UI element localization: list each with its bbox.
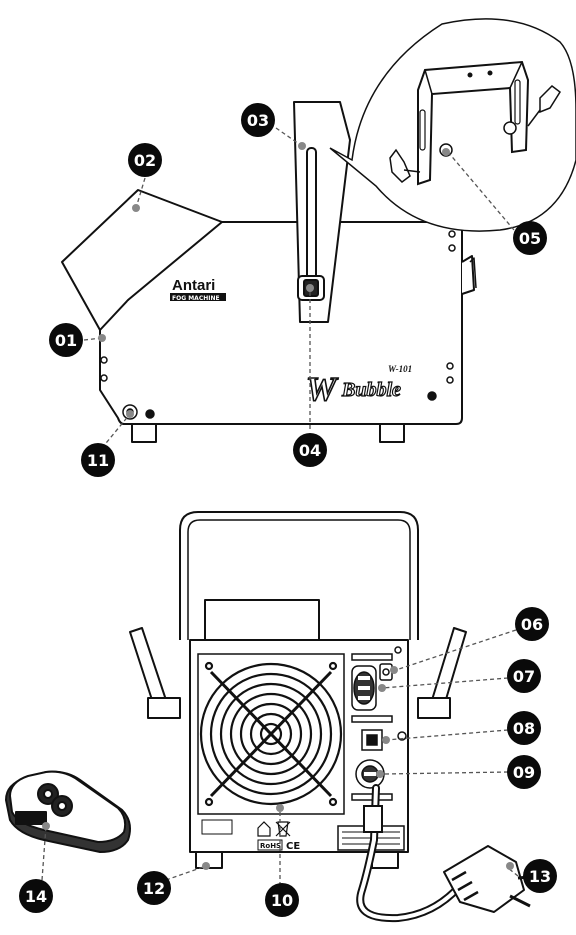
callout-badges: 01 02 03 04 05 06 07 08 09 10 11 12 13 1… [19,103,557,917]
power-cord [356,784,472,923]
callout-11: 11 [81,443,115,477]
callout-04: 04 [293,433,327,467]
svg-text:RoHS: RoHS [260,842,281,850]
callout-14: 14 [19,879,53,913]
svg-text:02: 02 [134,151,156,170]
bracket-detail-zoom [329,18,576,232]
compliance-marks: RoHS CE [257,821,300,852]
remote-control [5,770,131,853]
svg-text:Antari: Antari [172,277,215,294]
remote-buttons [37,783,73,817]
rear-handle [461,255,475,295]
rear-foot-right [371,851,399,869]
svg-text:CE: CE [286,841,300,852]
callout-06: 06 [515,607,549,641]
callout-03: 03 [241,103,275,137]
svg-text:11: 11 [87,451,109,470]
svg-text:04: 04 [299,441,321,460]
fuse-holder [379,663,393,681]
bracket-knob-left [389,148,421,183]
callout-13: 13 [523,859,557,893]
callout-01: 01 [49,323,83,357]
svg-text:12: 12 [143,879,165,898]
home-icon [257,821,271,837]
rear-foot [379,423,405,443]
callout-10: 10 [265,883,299,917]
fan-grille [197,653,345,815]
carry-bracket [179,511,419,640]
fluid-tank [61,189,223,331]
bracket-knob-right [503,85,562,135]
svg-text:08: 08 [513,719,535,738]
brand-logo: Antari FOG MACHINE [170,277,226,302]
svg-text:W: W [306,371,339,408]
svg-text:01: 01 [55,331,77,350]
svg-text:10: 10 [271,891,293,910]
svg-text:Bubble: Bubble [341,379,401,401]
svg-text:09: 09 [513,763,535,782]
callout-02: 02 [128,143,162,177]
callout-07: 07 [507,659,541,693]
svg-text:13: 13 [529,867,551,886]
power-plug [443,845,541,913]
power-switch [361,729,383,751]
side-view [61,101,477,443]
side-knob-right [431,627,467,707]
weee-bin-icon [275,821,291,837]
leader-dots [42,142,514,870]
svg-text:FOG MACHINE: FOG MACHINE [172,295,220,302]
model-logo: W Bubble W-101 [305,364,412,409]
svg-text:14: 14 [25,887,47,906]
power-inlet [355,759,385,789]
svg-text:06: 06 [521,615,543,634]
power-socket-fan [351,665,377,711]
front-foot [131,423,157,443]
callout-09: 09 [507,755,541,789]
callout-12: 12 [137,871,171,905]
callout-08: 08 [507,711,541,745]
svg-text:05: 05 [519,229,541,248]
svg-text:07: 07 [513,667,535,686]
callout-05: 05 [513,221,547,255]
svg-text:W-101: W-101 [388,364,412,374]
svg-text:03: 03 [247,111,269,130]
leader-lines [41,127,519,886]
side-knob-left [129,627,167,707]
